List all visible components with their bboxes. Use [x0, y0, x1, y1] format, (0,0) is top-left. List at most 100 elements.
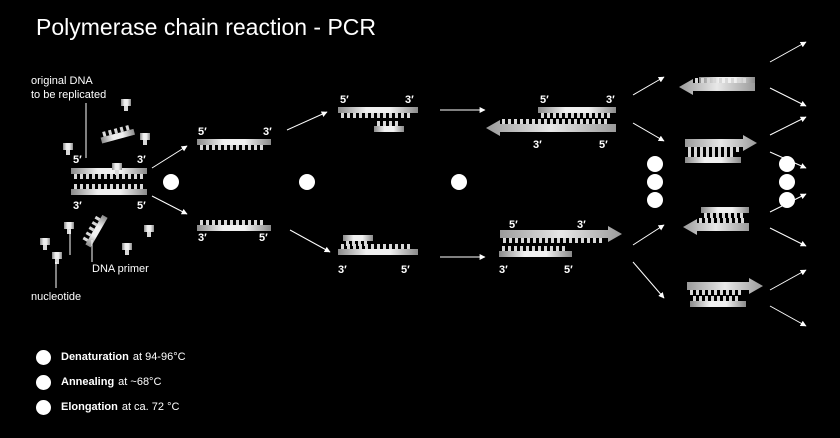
denaturation-step-dot [163, 174, 179, 190]
cycle2-arrow-c [683, 219, 749, 235]
cycle2-strand-b1-base [718, 152, 721, 157]
single-strand-bottom [197, 225, 271, 231]
cycle2-arrow-b-base [694, 147, 697, 152]
cycle3-annealing-dot [779, 174, 795, 190]
dna-primer-label: DNA primer [92, 263, 149, 275]
original-dna-bottom-strand-base [128, 184, 131, 189]
legend-elongation: Elongation at ca. 72 °C [36, 398, 179, 416]
nucleotide-icon [140, 133, 150, 140]
cycle2-strand-c1-base [740, 213, 743, 218]
elongated-template-bottom-base [556, 246, 559, 251]
annealed-template-top-base [401, 113, 404, 118]
cycle2-arrow-c-base [705, 218, 708, 223]
cycle2-strand-c1-base [722, 213, 725, 218]
annealed-template-top-base [389, 113, 392, 118]
elongated-new-strand-top-base [550, 119, 553, 124]
cycle2-arrow-b-base [736, 147, 739, 152]
single-strand-bottom-base [230, 220, 233, 225]
elongated-new-strand-bottom-base [569, 238, 572, 243]
elongated-new-strand-top-base [568, 119, 571, 124]
cycle2-arrow-d-base [732, 290, 735, 295]
cycle2-arrow-d-base [720, 290, 723, 295]
arrow-cycle2-a [632, 76, 665, 96]
elongated-new-strand-top-base [532, 119, 535, 124]
cycle2-arrow-b-base [706, 147, 709, 152]
original-dna-bottom-strand-base [116, 184, 119, 189]
legend-elongation-name: Elongation [61, 401, 118, 413]
cycle2-strand-b1-base [700, 152, 703, 157]
arrow-cycle2-b [632, 122, 665, 142]
annealed-template-bottom-base [359, 244, 362, 249]
legend-denaturation-name: Denaturation [61, 351, 129, 363]
annealed-primer-top-base [377, 121, 380, 126]
elongated-new-strand-top-base [508, 119, 511, 124]
nucleotide-icon [64, 222, 74, 229]
diagram-title: Polymerase chain reaction - PCR [36, 14, 377, 40]
elongated-template-top-base [577, 113, 580, 118]
annealed-primer-bottom-base [346, 241, 349, 246]
cycle3-elongation-dot [779, 192, 795, 208]
elongated-new-strand-bottom-base [527, 238, 530, 243]
original-dna-top-strand-base [92, 174, 95, 179]
legend-elongation-detail: at ca. 72 °C [121, 401, 180, 413]
cycle2-strand-d1 [690, 301, 746, 307]
nucleotide-label: nucleotide [31, 291, 82, 303]
annealed-template-top-base [407, 113, 410, 118]
cycle2-arrow-b-base [700, 147, 703, 152]
elongated-new-5prime: 5′ [599, 139, 608, 151]
elongated-template-bottom-base [562, 246, 565, 251]
arrow-cycle3-4 [769, 151, 807, 169]
elongated-new-strand-top-base [604, 119, 607, 124]
cycle2-arrow-b-base [688, 147, 691, 152]
original-dna-label-line1: original DNA [31, 75, 93, 87]
cycle2-strand-d1-base [717, 296, 720, 301]
cycle2-arrow-a-base [701, 78, 704, 83]
single-strand-top-base [212, 145, 215, 150]
nucleotide-icon [63, 143, 73, 150]
elongated-template-top-base [541, 113, 544, 118]
elongation-dot-icon [36, 399, 51, 415]
cycle2-strand-b1-base [706, 152, 709, 157]
elongated-new-strand-bottom [500, 226, 622, 242]
cycle2-arrow-d-base [690, 290, 693, 295]
original-dna-top-strand-base [140, 174, 143, 179]
single-strand-bottom-base [212, 220, 215, 225]
elongated-new-strand-top-base [538, 119, 541, 124]
elongated-new-strand-bottom-base [545, 238, 548, 243]
original-dna-bottom-strand [71, 189, 147, 195]
cycle2-strand-b1-base [688, 152, 691, 157]
nucleotide-icon-base [147, 232, 151, 237]
cycle2-arrow-a-base [725, 78, 728, 83]
elongated-new-strand-top-base [544, 119, 547, 124]
cycle2-arrow-a-base [695, 78, 698, 83]
annealed-bottom-3prime: 3′ [338, 264, 347, 276]
elongated-template-bottom-base [514, 246, 517, 251]
single-strand-top-base [242, 145, 245, 150]
cycle2-strand-d1-base [723, 296, 726, 301]
original-dna-bottom-strand-base [80, 184, 83, 189]
original-dna-top-strand-base [122, 174, 125, 179]
cycle2-strand-c1-base [704, 213, 707, 218]
elongated-new-strand-top [486, 120, 616, 136]
nucleotide-icon-base [115, 170, 119, 175]
original-dna-bottom-strand-base [86, 184, 89, 189]
cycle3-denaturation-dot [779, 156, 795, 172]
single-strand-top-base [230, 145, 233, 150]
elongated-new-strand-bottom-base [593, 238, 596, 243]
cycle2-arrow-b-base [712, 147, 715, 152]
free-primer-icon [100, 125, 136, 144]
elongation-step-dot [451, 174, 467, 190]
elongated-template-top-base [589, 113, 592, 118]
elongated-new-strand-bottom-base [533, 238, 536, 243]
annealed-template-top-base [341, 113, 344, 118]
original-dna-top-strand-base [98, 174, 101, 179]
single-strand-top-base [218, 145, 221, 150]
elongated-bottom-5prime: 5′ [564, 264, 573, 276]
elongated-template-top-base [607, 113, 610, 118]
cycle2-arrow-a-base [743, 78, 746, 83]
elongated-new-3prime: 3′ [533, 139, 542, 151]
original-dna-top-strand-base [116, 174, 119, 179]
original-dna-top-strand-base [128, 174, 131, 179]
elongated-template-bottom-base [550, 246, 553, 251]
annealed-primer-top-base [389, 121, 392, 126]
